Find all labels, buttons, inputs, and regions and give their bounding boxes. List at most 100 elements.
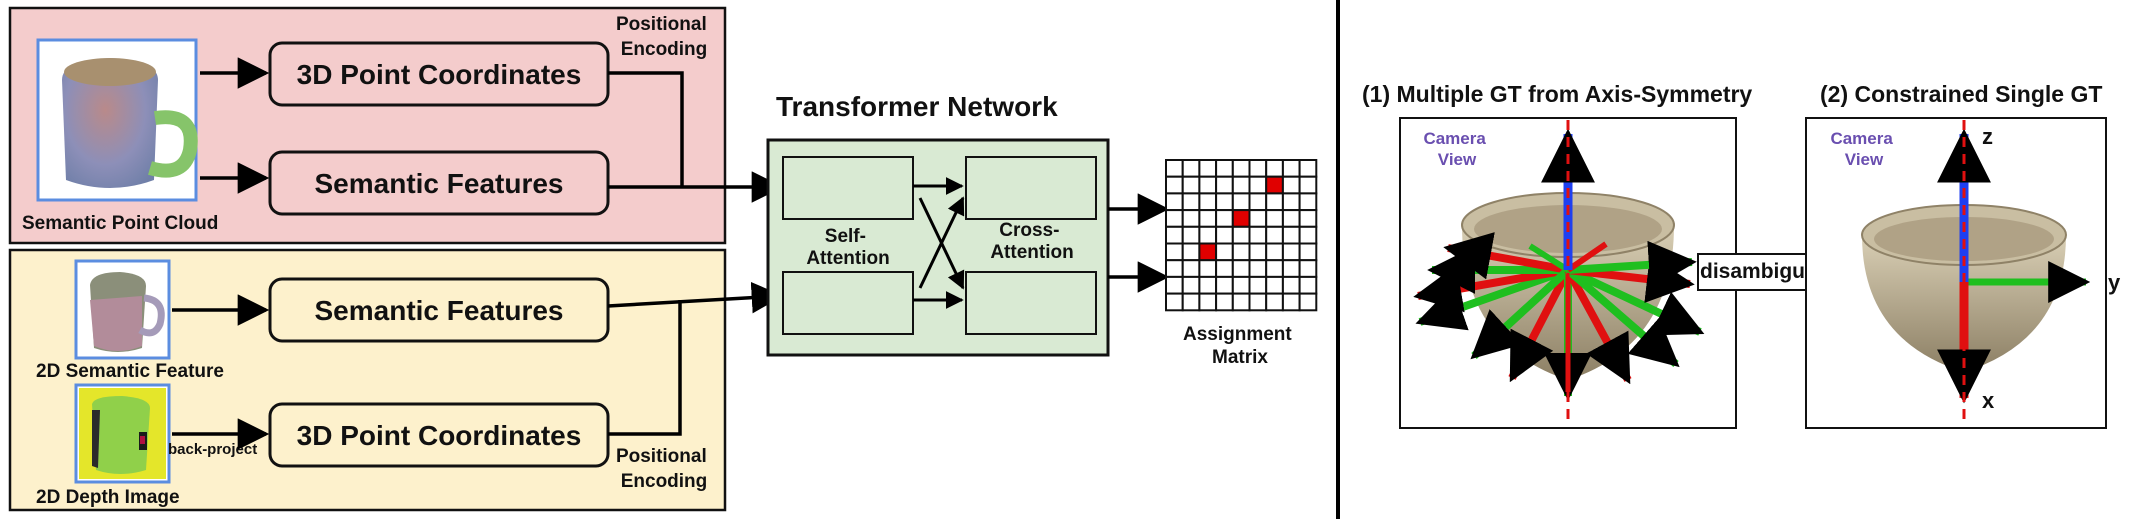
matrix-cell: [1231, 242, 1251, 262]
matrix-cell: [1281, 259, 1301, 278]
matrix-cell: [1198, 175, 1218, 195]
matrix-cell: [1265, 242, 1284, 262]
matrix-cell: [1231, 192, 1251, 212]
matrix-cell: [1298, 242, 1318, 262]
matrix-cell: [1281, 209, 1301, 228]
matrix-cell: [1298, 225, 1318, 245]
matrix-cell: [1231, 225, 1251, 245]
top-point-coordinates-label: 3D Point Coordinates: [297, 59, 582, 90]
cross-attention-box-bottom: [965, 271, 1097, 335]
constrained-gt-camera-view-label: Camera View: [1830, 129, 1897, 169]
top-semantic-features-box: [268, 150, 610, 216]
2d-semantic-mug-image: [90, 272, 165, 352]
matrix-cell: [1281, 225, 1301, 245]
bottom-semantic-features-box: [268, 277, 610, 343]
multiple-gt-camera-view-label: Camera View: [1423, 129, 1490, 169]
matrix-cell: [1248, 225, 1268, 245]
matrix-cell: [1165, 275, 1184, 295]
bottom-arrow-to-transformer: [607, 281, 784, 314]
matrix-cell-matched: [1231, 209, 1251, 228]
cross-attention-label: Cross- Attention: [990, 220, 1073, 263]
matrix-cell: [1181, 209, 1201, 228]
matrix-cell: [1181, 259, 1201, 278]
matrix-cell: [1215, 209, 1234, 228]
matrix-cell: [1215, 159, 1234, 178]
matrix-cell: [1248, 292, 1268, 312]
axis-x-label: x: [1982, 388, 1995, 413]
matrix-cell: [1198, 292, 1218, 312]
matrix-cell: [1298, 209, 1318, 228]
matrix-cell: [1181, 292, 1201, 312]
matrix-cell-matched: [1198, 242, 1218, 262]
matrix-cell: [1298, 259, 1318, 278]
bottom-positional-encoding-label: Positional Encoding: [616, 446, 712, 492]
matrix-cell: [1215, 225, 1234, 245]
matrix-cell: [1248, 242, 1268, 262]
top-coordinates-merge-line: [608, 71, 684, 187]
disambiguate-label: disambiguate: [1700, 260, 1835, 283]
matrix-cell: [1181, 175, 1201, 195]
matrix-cell: [1198, 275, 1218, 295]
matrix-cell: [1248, 175, 1268, 195]
self-attention-box-bottom: [782, 271, 914, 335]
matrix-cell: [1248, 192, 1268, 212]
matrix-cell: [1298, 275, 1318, 295]
matrix-cell: [1165, 159, 1184, 178]
2d-depth-image-caption: 2D Depth Image: [36, 487, 180, 508]
matrix-cell: [1265, 192, 1284, 212]
matrix-cell: [1198, 259, 1218, 278]
semantic-point-cloud-caption: Semantic Point Cloud: [22, 213, 218, 234]
matrix-cell: [1198, 225, 1218, 245]
matrix-cell: [1198, 209, 1218, 228]
matrix-cell: [1298, 159, 1318, 178]
matrix-cell: [1265, 209, 1284, 228]
bottom-coordinates-merge-line: [608, 300, 682, 436]
matrix-cell: [1215, 275, 1234, 295]
matrix-cell: [1165, 259, 1184, 278]
self-attention-label: Self- Attention: [806, 226, 889, 269]
matrix-cell: [1165, 292, 1184, 312]
matrix-cell: [1281, 175, 1301, 195]
assignment-matrix-label: Assignment Matrix: [1183, 324, 1297, 368]
matrix-cell: [1248, 159, 1268, 178]
matrix-cell: [1215, 259, 1234, 278]
matrix-cell: [1181, 225, 1201, 245]
top-positional-encoding-label: Positional Encoding: [616, 14, 712, 60]
matrix-cell: [1198, 159, 1218, 178]
matrix-cell: [1215, 242, 1234, 262]
matrix-cell: [1181, 242, 1201, 262]
matrix-cell: [1215, 292, 1234, 312]
matrix-cell: [1181, 159, 1201, 178]
2d-semantic-feature-caption: 2D Semantic Feature: [36, 361, 224, 382]
matrix-cell: [1165, 175, 1184, 195]
matrix-cell: [1281, 275, 1301, 295]
matrix-cell: [1281, 159, 1301, 178]
multiple-gt-title: (1) Multiple GT from Axis-Symmetry: [1362, 81, 1752, 107]
matrix-cell: [1231, 275, 1251, 295]
matrix-cell: [1298, 292, 1318, 312]
matrix-cell: [1248, 259, 1268, 278]
mug-point-cloud-image: [62, 58, 198, 188]
matrix-cell: [1298, 175, 1318, 195]
self-to-cross-arrow-diag-up: [918, 196, 965, 289]
matrix-cell: [1248, 209, 1268, 228]
bottom-semantic-features-label: Semantic Features: [315, 295, 564, 326]
top-semantic-features-label: Semantic Features: [315, 168, 564, 199]
transformer-title: Transformer Network: [776, 91, 1058, 122]
matrix-cell-matched: [1265, 175, 1284, 195]
matrix-cell: [1298, 192, 1318, 212]
matrix-cell: [1231, 259, 1251, 278]
matrix-cell: [1265, 292, 1284, 312]
matrix-cell: [1198, 192, 1218, 212]
constrained-gt-title: (2) Constrained Single GT: [1820, 81, 2102, 107]
matrix-cell: [1265, 275, 1284, 295]
matrix-cell: [1248, 275, 1268, 295]
axis-y-label: y: [2108, 270, 2121, 295]
matrix-cell: [1215, 192, 1234, 212]
matrix-cell: [1265, 225, 1284, 245]
backproject-label: back-project: [168, 441, 257, 458]
matrix-cell: [1231, 159, 1251, 178]
matrix-cell: [1281, 242, 1301, 262]
matrix-cell: [1231, 292, 1251, 312]
